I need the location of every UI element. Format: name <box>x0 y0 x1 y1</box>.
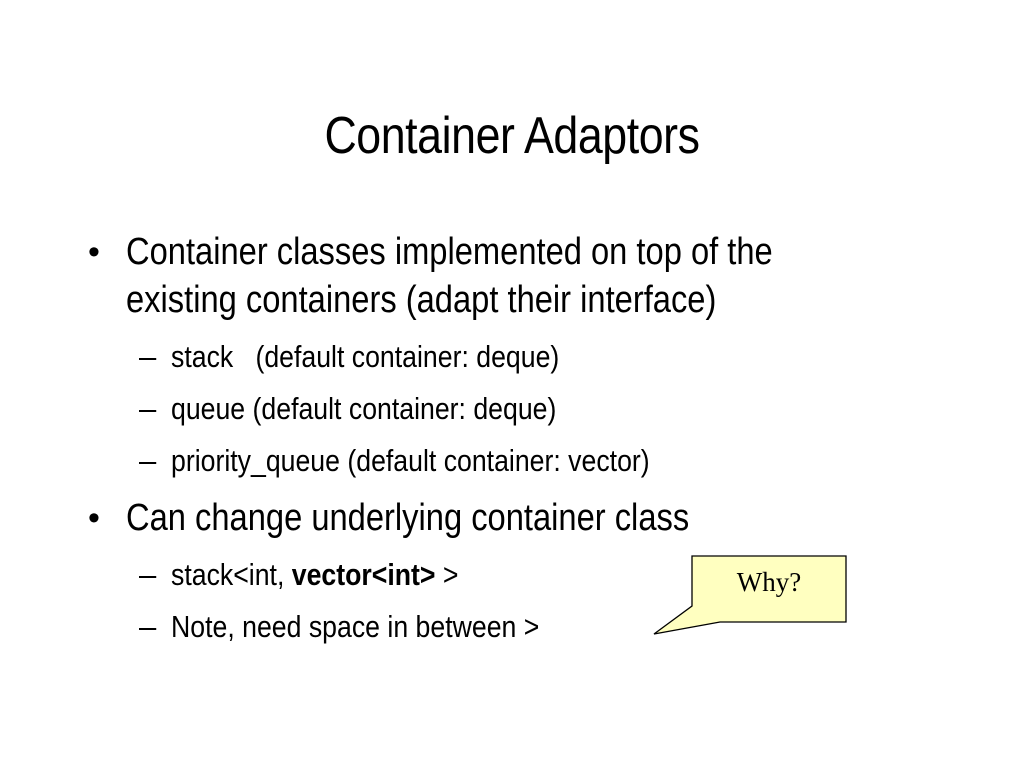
slide-title: Container Adaptors <box>324 107 700 165</box>
example-bold: vector<int> <box>291 557 436 592</box>
sub-item-example: stack<int, vector<int> > <box>171 556 458 594</box>
bullet-2-line-1: Can change underlying container class <box>126 497 690 539</box>
sub-item-note: Note, need space in between > <box>171 609 540 644</box>
dash-mark: – <box>139 339 157 374</box>
sub-item-stack: stack (default container: deque) <box>171 339 560 374</box>
bullet-1-line-2: existing containers (adapt their interfa… <box>126 279 717 321</box>
dash-mark: – <box>139 391 157 426</box>
callout-text: Why? <box>736 567 802 597</box>
dash-mark: – <box>139 443 157 478</box>
example-suffix: > <box>435 557 459 592</box>
dash-mark: – <box>139 557 157 592</box>
dash-mark: – <box>139 609 157 644</box>
sub-item-queue: queue (default container: deque) <box>171 391 557 426</box>
bullet-mark: • <box>88 233 100 271</box>
bullet-1-line-1: Container classes implemented on top of … <box>126 231 773 273</box>
sub-item-priority-queue: priority_queue (default container: vecto… <box>171 443 650 478</box>
bullet-mark: • <box>88 499 100 537</box>
example-prefix: stack<int, <box>171 557 292 592</box>
